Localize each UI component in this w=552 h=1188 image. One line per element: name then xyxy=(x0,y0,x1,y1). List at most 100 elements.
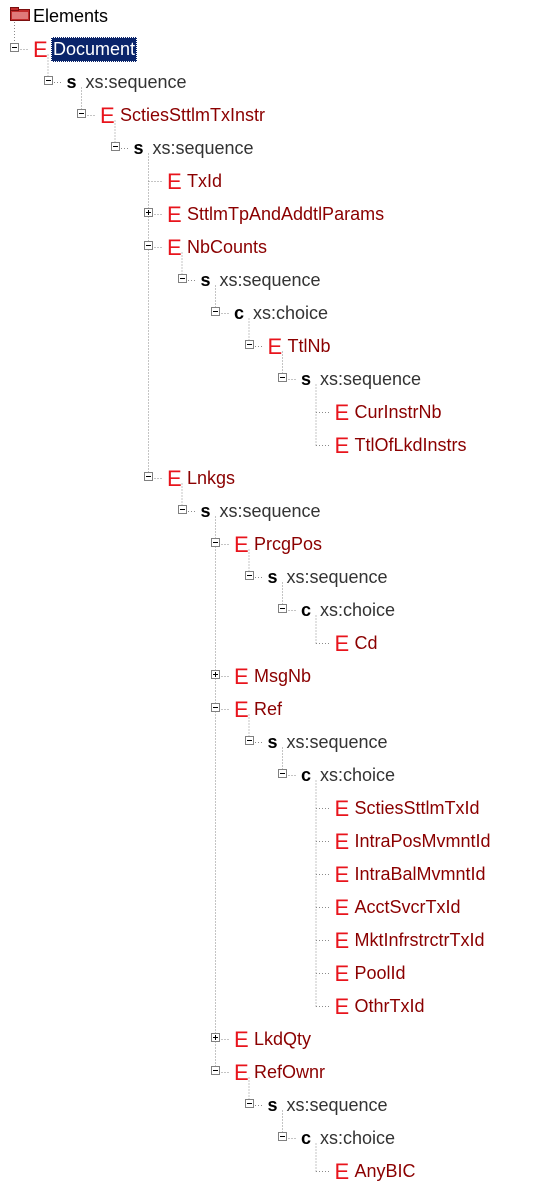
tree-node-xs-sequence[interactable]: s xs:sequence xyxy=(0,495,552,528)
collapse-icon[interactable] xyxy=(144,472,153,481)
tree-node-label[interactable]: SttlmTpAndAddtlParams xyxy=(187,204,385,224)
tree-node-label[interactable]: IntraBalMvmntId xyxy=(354,864,486,884)
tree-node-label[interactable]: LkdQty xyxy=(254,1029,312,1049)
expand-icon[interactable] xyxy=(211,670,220,679)
tree-node-label[interactable]: Ref xyxy=(254,699,283,719)
tree-node-label[interactable]: RefOwnr xyxy=(254,1062,326,1082)
collapse-icon[interactable] xyxy=(278,373,287,382)
tree-node-label[interactable]: xs:sequence xyxy=(286,567,388,587)
tree-node-xs-choice[interactable]: c xs:choice xyxy=(0,759,552,792)
tree-node-label[interactable]: PoolId xyxy=(354,963,406,983)
tree-node-label[interactable]: xs:sequence xyxy=(219,270,321,290)
expand-icon[interactable] xyxy=(211,1033,220,1042)
collapse-icon[interactable] xyxy=(211,538,220,547)
collapse-icon[interactable] xyxy=(77,109,86,118)
collapse-icon[interactable] xyxy=(244,736,254,745)
tree-node-label[interactable]: SctiesSttlmTxId xyxy=(354,798,480,818)
collapse-icon[interactable] xyxy=(278,604,287,613)
tree-node-label[interactable]: CurInstrNb xyxy=(354,402,442,422)
collapse-icon[interactable] xyxy=(244,1099,254,1108)
tree-node-label[interactable]: xs:choice xyxy=(320,765,396,785)
tree-node-label[interactable]: xs:choice xyxy=(320,1128,396,1148)
tree-node-label[interactable]: Lnkgs xyxy=(187,468,236,488)
tree-node-label[interactable]: TtlNb xyxy=(287,336,331,356)
collapse-icon[interactable] xyxy=(43,76,53,85)
tree-node-label[interactable]: Document xyxy=(51,37,138,62)
sequence-icon: s xyxy=(200,501,211,521)
sequence-icon: s xyxy=(267,732,278,752)
element-icon: E xyxy=(334,1159,350,1184)
collapse-icon[interactable] xyxy=(278,1132,287,1141)
collapse-icon[interactable] xyxy=(177,274,187,283)
tree-node-label[interactable]: Cd xyxy=(354,633,378,653)
tree-node-label[interactable]: xs:choice xyxy=(253,303,329,323)
tree-node-label[interactable]: TtlOfLkdInstrs xyxy=(354,435,467,455)
collapse-icon[interactable] xyxy=(244,340,254,349)
collapse-icon[interactable] xyxy=(211,1066,220,1075)
tree-node-xs-sequence[interactable]: s xs:sequence xyxy=(0,726,552,759)
collapse-icon[interactable] xyxy=(278,769,287,778)
collapse-icon[interactable] xyxy=(244,571,254,580)
collapse-icon[interactable] xyxy=(144,241,153,250)
tree-node-label[interactable]: MsgNb xyxy=(254,666,312,686)
tree-node-label[interactable]: NbCounts xyxy=(187,237,268,257)
tree-node-label[interactable]: OthrTxId xyxy=(354,996,425,1016)
collapse-icon[interactable] xyxy=(10,43,19,52)
tree-node-label[interactable]: SctiesSttlmTxInstr xyxy=(120,105,266,125)
tree-node-label[interactable]: PrcgPos xyxy=(254,534,323,554)
tree-node-label[interactable]: xs:sequence xyxy=(320,369,422,389)
tree-root-row[interactable]: Elements xyxy=(0,0,552,33)
tree-node-label[interactable]: xs:sequence xyxy=(286,732,388,752)
tree-node-label[interactable]: xs:sequence xyxy=(152,138,254,158)
element-icon: E xyxy=(234,1027,249,1052)
tree-node-label[interactable]: xs:sequence xyxy=(286,1095,388,1115)
tree-node-label[interactable]: AcctSvcrTxId xyxy=(354,897,461,917)
tree-node-label[interactable]: xs:sequence xyxy=(219,501,321,521)
collapse-icon[interactable] xyxy=(211,307,220,316)
expand-icon[interactable] xyxy=(144,208,153,217)
collapse-icon[interactable] xyxy=(177,505,187,514)
tree-node-label[interactable]: AnyBIC xyxy=(354,1161,416,1181)
collapse-icon[interactable] xyxy=(110,142,120,151)
tree-node-label[interactable]: IntraPosMvmntId xyxy=(354,831,491,851)
tree-node-label[interactable]: xs:choice xyxy=(320,600,396,620)
tree-node-label[interactable]: MktInfrstrctrTxId xyxy=(354,930,485,950)
tree-node-label[interactable]: xs:sequence xyxy=(85,72,187,92)
tree-node-label[interactable]: TxId xyxy=(187,171,223,191)
collapse-icon[interactable] xyxy=(211,703,220,712)
choice-icon: c xyxy=(301,765,312,785)
